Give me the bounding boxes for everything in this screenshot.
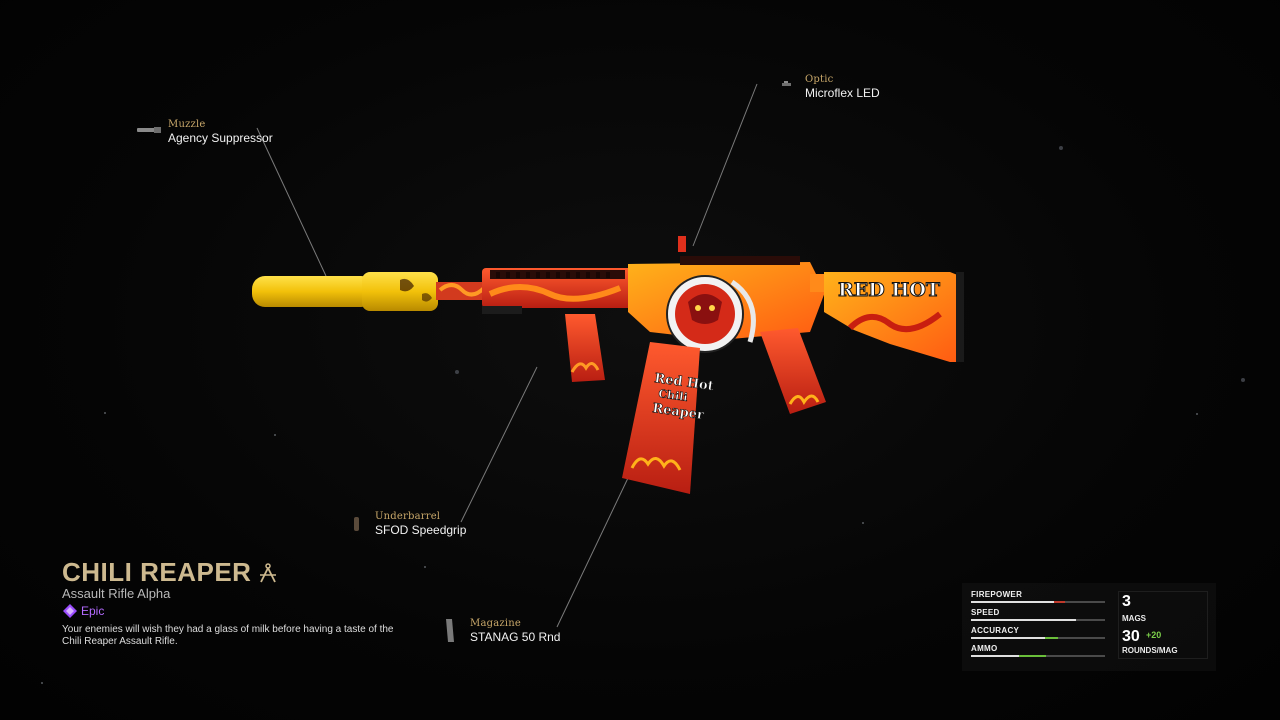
pistol-grip (760, 328, 826, 414)
foregrip (565, 314, 605, 382)
rarity-label: Epic (81, 604, 105, 618)
weapon-class: Assault Rifle Alpha (62, 586, 171, 601)
suppressor (252, 272, 438, 311)
weapon-name: CHILI REAPER (62, 557, 252, 587)
rounds-bonus: +20 (1146, 630, 1162, 640)
rounds-label: ROUNDS/MAG (1122, 646, 1178, 655)
dust-speck (862, 522, 864, 524)
magazine-leader-line (556, 477, 629, 628)
stat-ammo: AMMO (971, 644, 1105, 657)
stock-decal-text: RED HOT (838, 279, 940, 301)
mags-label: MAGS (1122, 614, 1146, 623)
dust-speck (41, 682, 43, 684)
underbarrel-slot-label: Underbarrel (375, 511, 441, 522)
weapon-stats-panel: FIREPOWER SPEED ACCURACY AMMO 3 MAGS 30 … (962, 583, 1216, 671)
dust-speck (455, 370, 459, 374)
receiver (628, 236, 825, 353)
muzzle-leader-line (256, 127, 327, 277)
weapon-description: Your enemies will wish they had a glass … (62, 624, 394, 647)
stat-label: FIREPOWER (971, 590, 1023, 599)
underbarrel-attachment-name: SFOD Speedgrip (375, 523, 467, 537)
stat-label: ACCURACY (971, 626, 1020, 635)
dust-speck (274, 434, 276, 436)
stat-bar (971, 601, 1105, 603)
dust-speck (1059, 146, 1063, 150)
blueprint-compass-icon (260, 562, 277, 582)
magazine-slot-label: Magazine (470, 618, 521, 629)
ammo-summary: 3 MAGS 30 +20 ROUNDS/MAG (1118, 591, 1208, 659)
stat-firepower: FIREPOWER (971, 590, 1105, 603)
magazine-callout[interactable]: Magazine STANAG 50 Rnd (446, 618, 561, 644)
optic-callout[interactable]: Optic Microflex LED (782, 74, 880, 100)
weapon-title: CHILI REAPER (62, 557, 279, 588)
optic-slot-label: Optic (805, 74, 834, 85)
stock: RED HOT (810, 272, 964, 362)
optic-leader-line (692, 83, 758, 247)
magazine-icon (446, 619, 454, 642)
dust-speck (104, 412, 106, 414)
stat-label: AMMO (971, 644, 998, 653)
stat-label: SPEED (971, 608, 1000, 617)
rarity-badge: Epic (63, 604, 104, 618)
muzzle-callout[interactable]: Muzzle Agency Suppressor (137, 119, 273, 145)
underbarrel-leader-line (460, 366, 538, 523)
stat-bar (971, 637, 1105, 639)
magazine-attachment-name: STANAG 50 Rnd (470, 630, 561, 644)
epic-rarity-icon (63, 604, 77, 618)
magazine: Red Hot Chili Reaper (622, 342, 715, 494)
stat-accuracy: ACCURACY (971, 626, 1105, 639)
optic-icon (782, 81, 791, 86)
muzzle-attachment-name: Agency Suppressor (168, 131, 273, 145)
weapon-model: Red Hot Chili Reaper RED HOT (252, 236, 964, 494)
stat-bar (971, 655, 1105, 657)
dust-speck (1196, 413, 1198, 415)
muzzle-slot-label: Muzzle (168, 119, 206, 130)
suppressor-icon (137, 127, 161, 133)
mag-decal-line3: Reaper (651, 401, 704, 423)
rounds-value: 30 (1122, 628, 1140, 645)
mag-decal-line2: Chili (658, 387, 689, 404)
dust-speck (1241, 378, 1245, 382)
handguard (482, 268, 632, 314)
optic-attachment-name: Microflex LED (805, 86, 880, 100)
underbarrel-callout[interactable]: Underbarrel SFOD Speedgrip (354, 511, 467, 537)
dust-speck (424, 566, 426, 568)
mags-value: 3 (1122, 593, 1131, 610)
foregrip-icon (354, 517, 359, 531)
stat-speed: SPEED (971, 608, 1105, 621)
stat-bar (971, 619, 1105, 621)
